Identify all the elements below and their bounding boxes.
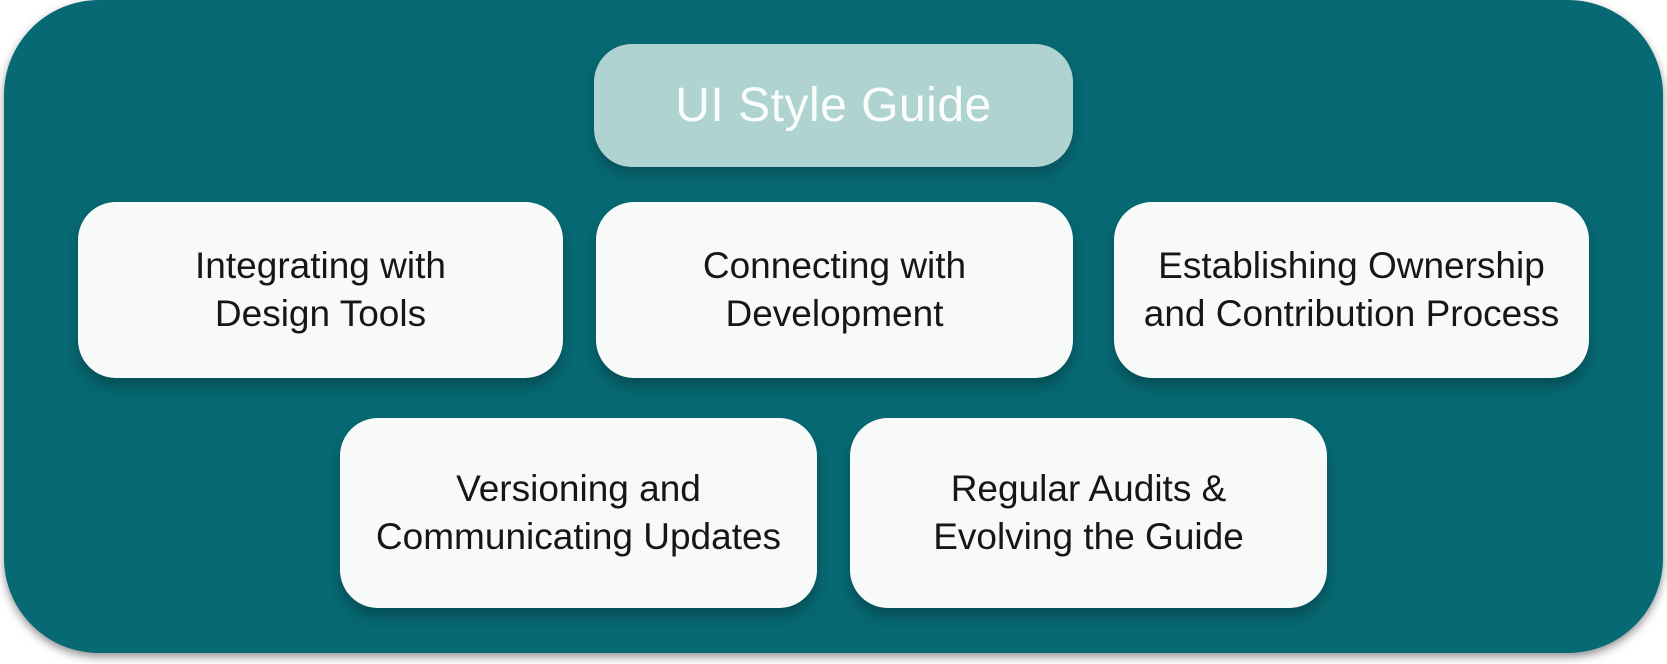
node-label-establishing-ownership-and-contribution-process: Establishing Ownership and Contribution … xyxy=(1143,245,1560,334)
node-integrating-with-design-tools: Integrating with Design Tools xyxy=(78,202,563,378)
title-node: UI Style Guide xyxy=(594,44,1073,167)
node-label-integrating-with-design-tools: Integrating with Design Tools xyxy=(195,245,446,334)
node-label-connecting-with-development: Connecting with Development xyxy=(702,245,967,334)
node-label-regular-audits-and-evolving-the-guide: Regular Audits & Evolving the Guide xyxy=(933,468,1244,557)
node-connecting-with-development: Connecting with Development xyxy=(596,202,1073,378)
node-label-versioning-and-communicating-updates: Versioning and Communicating Updates xyxy=(375,468,782,557)
title-label: UI Style Guide xyxy=(675,79,992,132)
node-versioning-and-communicating-updates: Versioning and Communicating Updates xyxy=(340,418,817,608)
node-establishing-ownership-and-contribution-process: Establishing Ownership and Contribution … xyxy=(1114,202,1589,378)
node-regular-audits-and-evolving-the-guide: Regular Audits & Evolving the Guide xyxy=(850,418,1327,608)
